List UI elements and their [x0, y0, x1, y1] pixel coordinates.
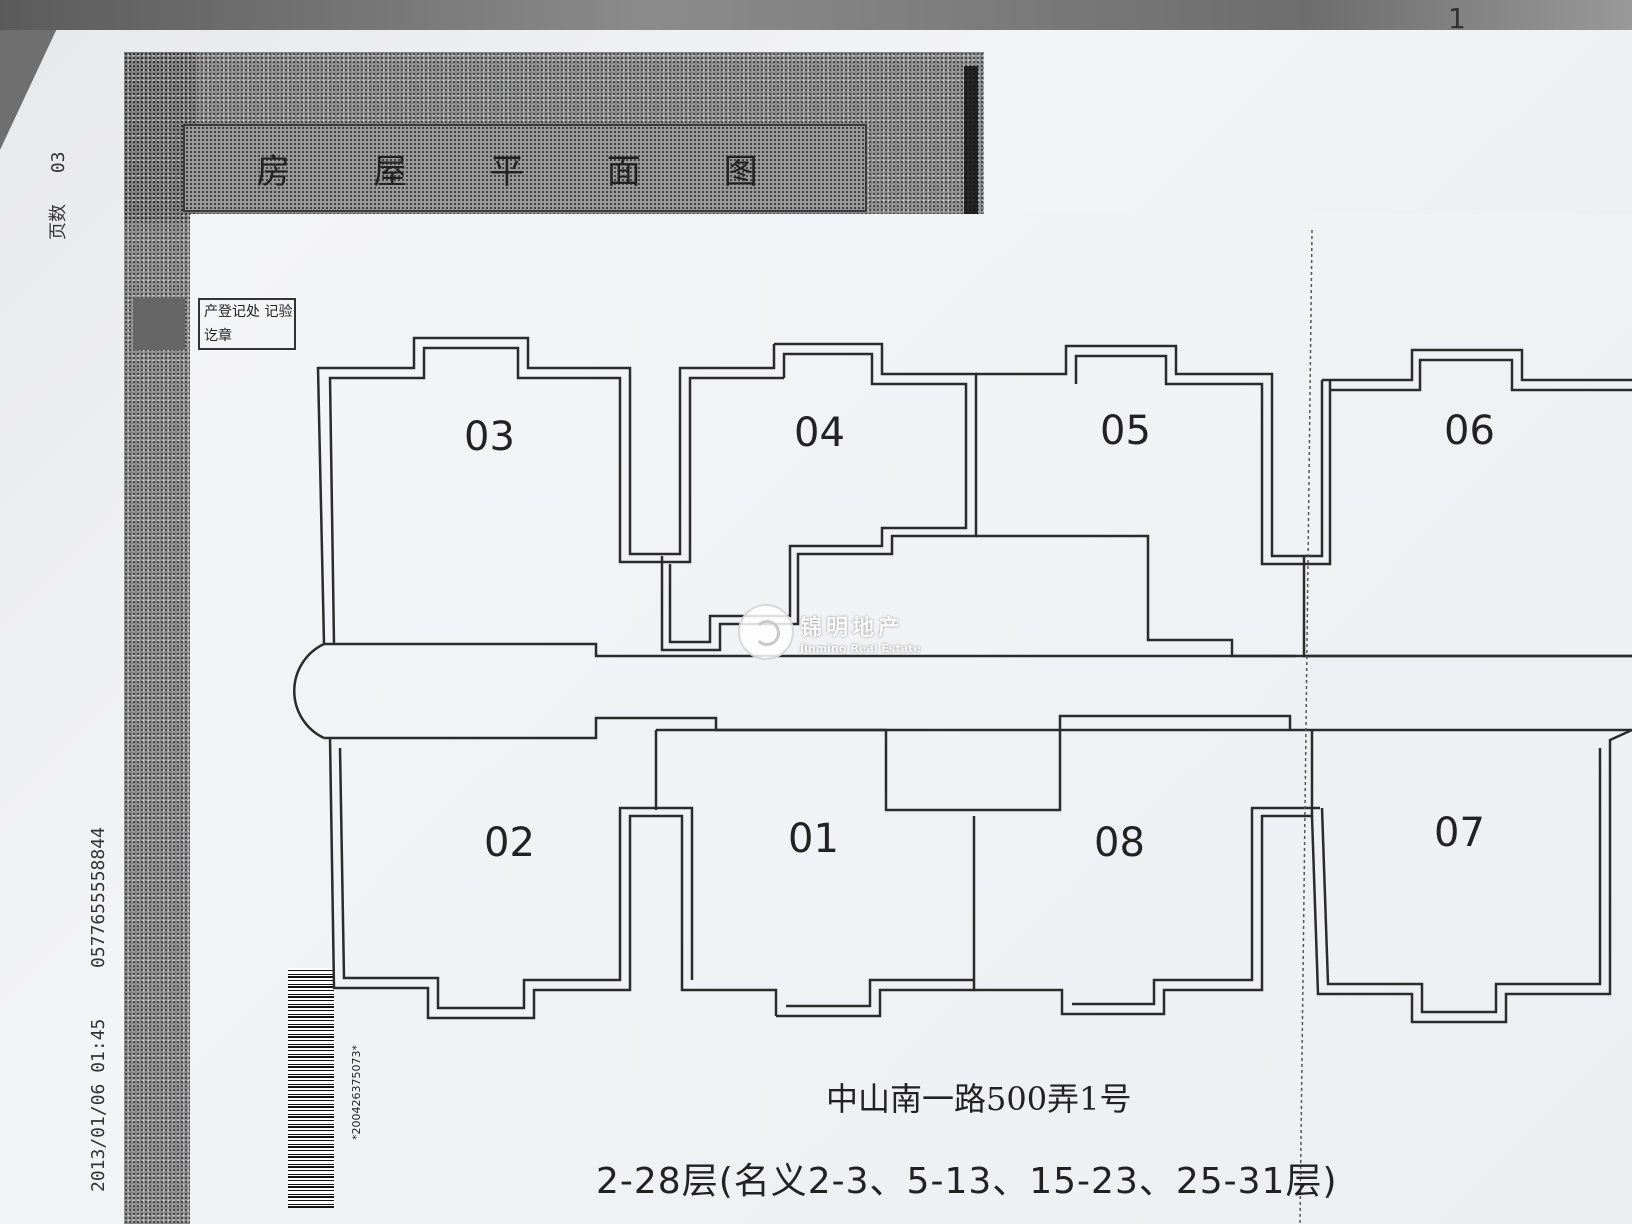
watermark-logo: 锦明地产 Jinming Real Estate: [738, 604, 921, 660]
document-title-box: 房 屋 平 面 图: [183, 124, 867, 212]
unit-07-label: 07: [1434, 810, 1485, 856]
unit-05-wall: [976, 344, 1324, 558]
plan-sheet: [190, 214, 1632, 1224]
unit-04-label: 04: [794, 410, 845, 456]
corridor-end-wall: [293, 642, 325, 740]
unit-05-label: 05: [1100, 408, 1151, 454]
watermark-name-en: Jinming Real Estate: [800, 641, 921, 655]
scan-noise-left: [124, 52, 196, 1224]
unit-01-label: 01: [788, 816, 839, 862]
unit-08-wall: [974, 730, 1314, 1016]
registration-stamp: 产登记处 记验讫章: [198, 298, 296, 350]
unit-02-label: 02: [484, 820, 535, 866]
unit-02-wall: [328, 737, 778, 1020]
floor-range: 2-28层(名义2-3、5-13、15-23、25-31层): [596, 1161, 1338, 1202]
unit-06-label: 06: [1444, 408, 1495, 454]
corridor-wall-top: [324, 642, 1632, 658]
unit-04-wall: [660, 342, 978, 652]
document-title: 房 屋 平 面 图: [256, 151, 794, 192]
background-desk: [0, 0, 1632, 30]
top-right-mark: 1: [1448, 2, 1466, 35]
fold-line: [1299, 229, 1313, 1224]
building-address: 中山南一路500弄1号: [826, 1080, 1132, 1118]
watermark-mark-icon: [738, 604, 794, 660]
unit-08-label: 08: [1094, 820, 1145, 866]
unit-07-wall: [1310, 728, 1632, 1024]
watermark-text: 锦明地产 Jinming Real Estate: [800, 610, 921, 655]
unit-03-wall: [316, 336, 776, 645]
watermark-name-cn: 锦明地产: [800, 615, 905, 641]
unit-03-label: 03: [464, 414, 515, 460]
corridor-wall-bottom: [324, 716, 1632, 740]
barcode: [288, 968, 334, 1208]
unit-01-wall: [654, 728, 1062, 812]
stamp-shadow: [133, 298, 185, 350]
unit-06-wall: [1322, 348, 1632, 382]
scan-noise-right-bar: [964, 66, 978, 222]
